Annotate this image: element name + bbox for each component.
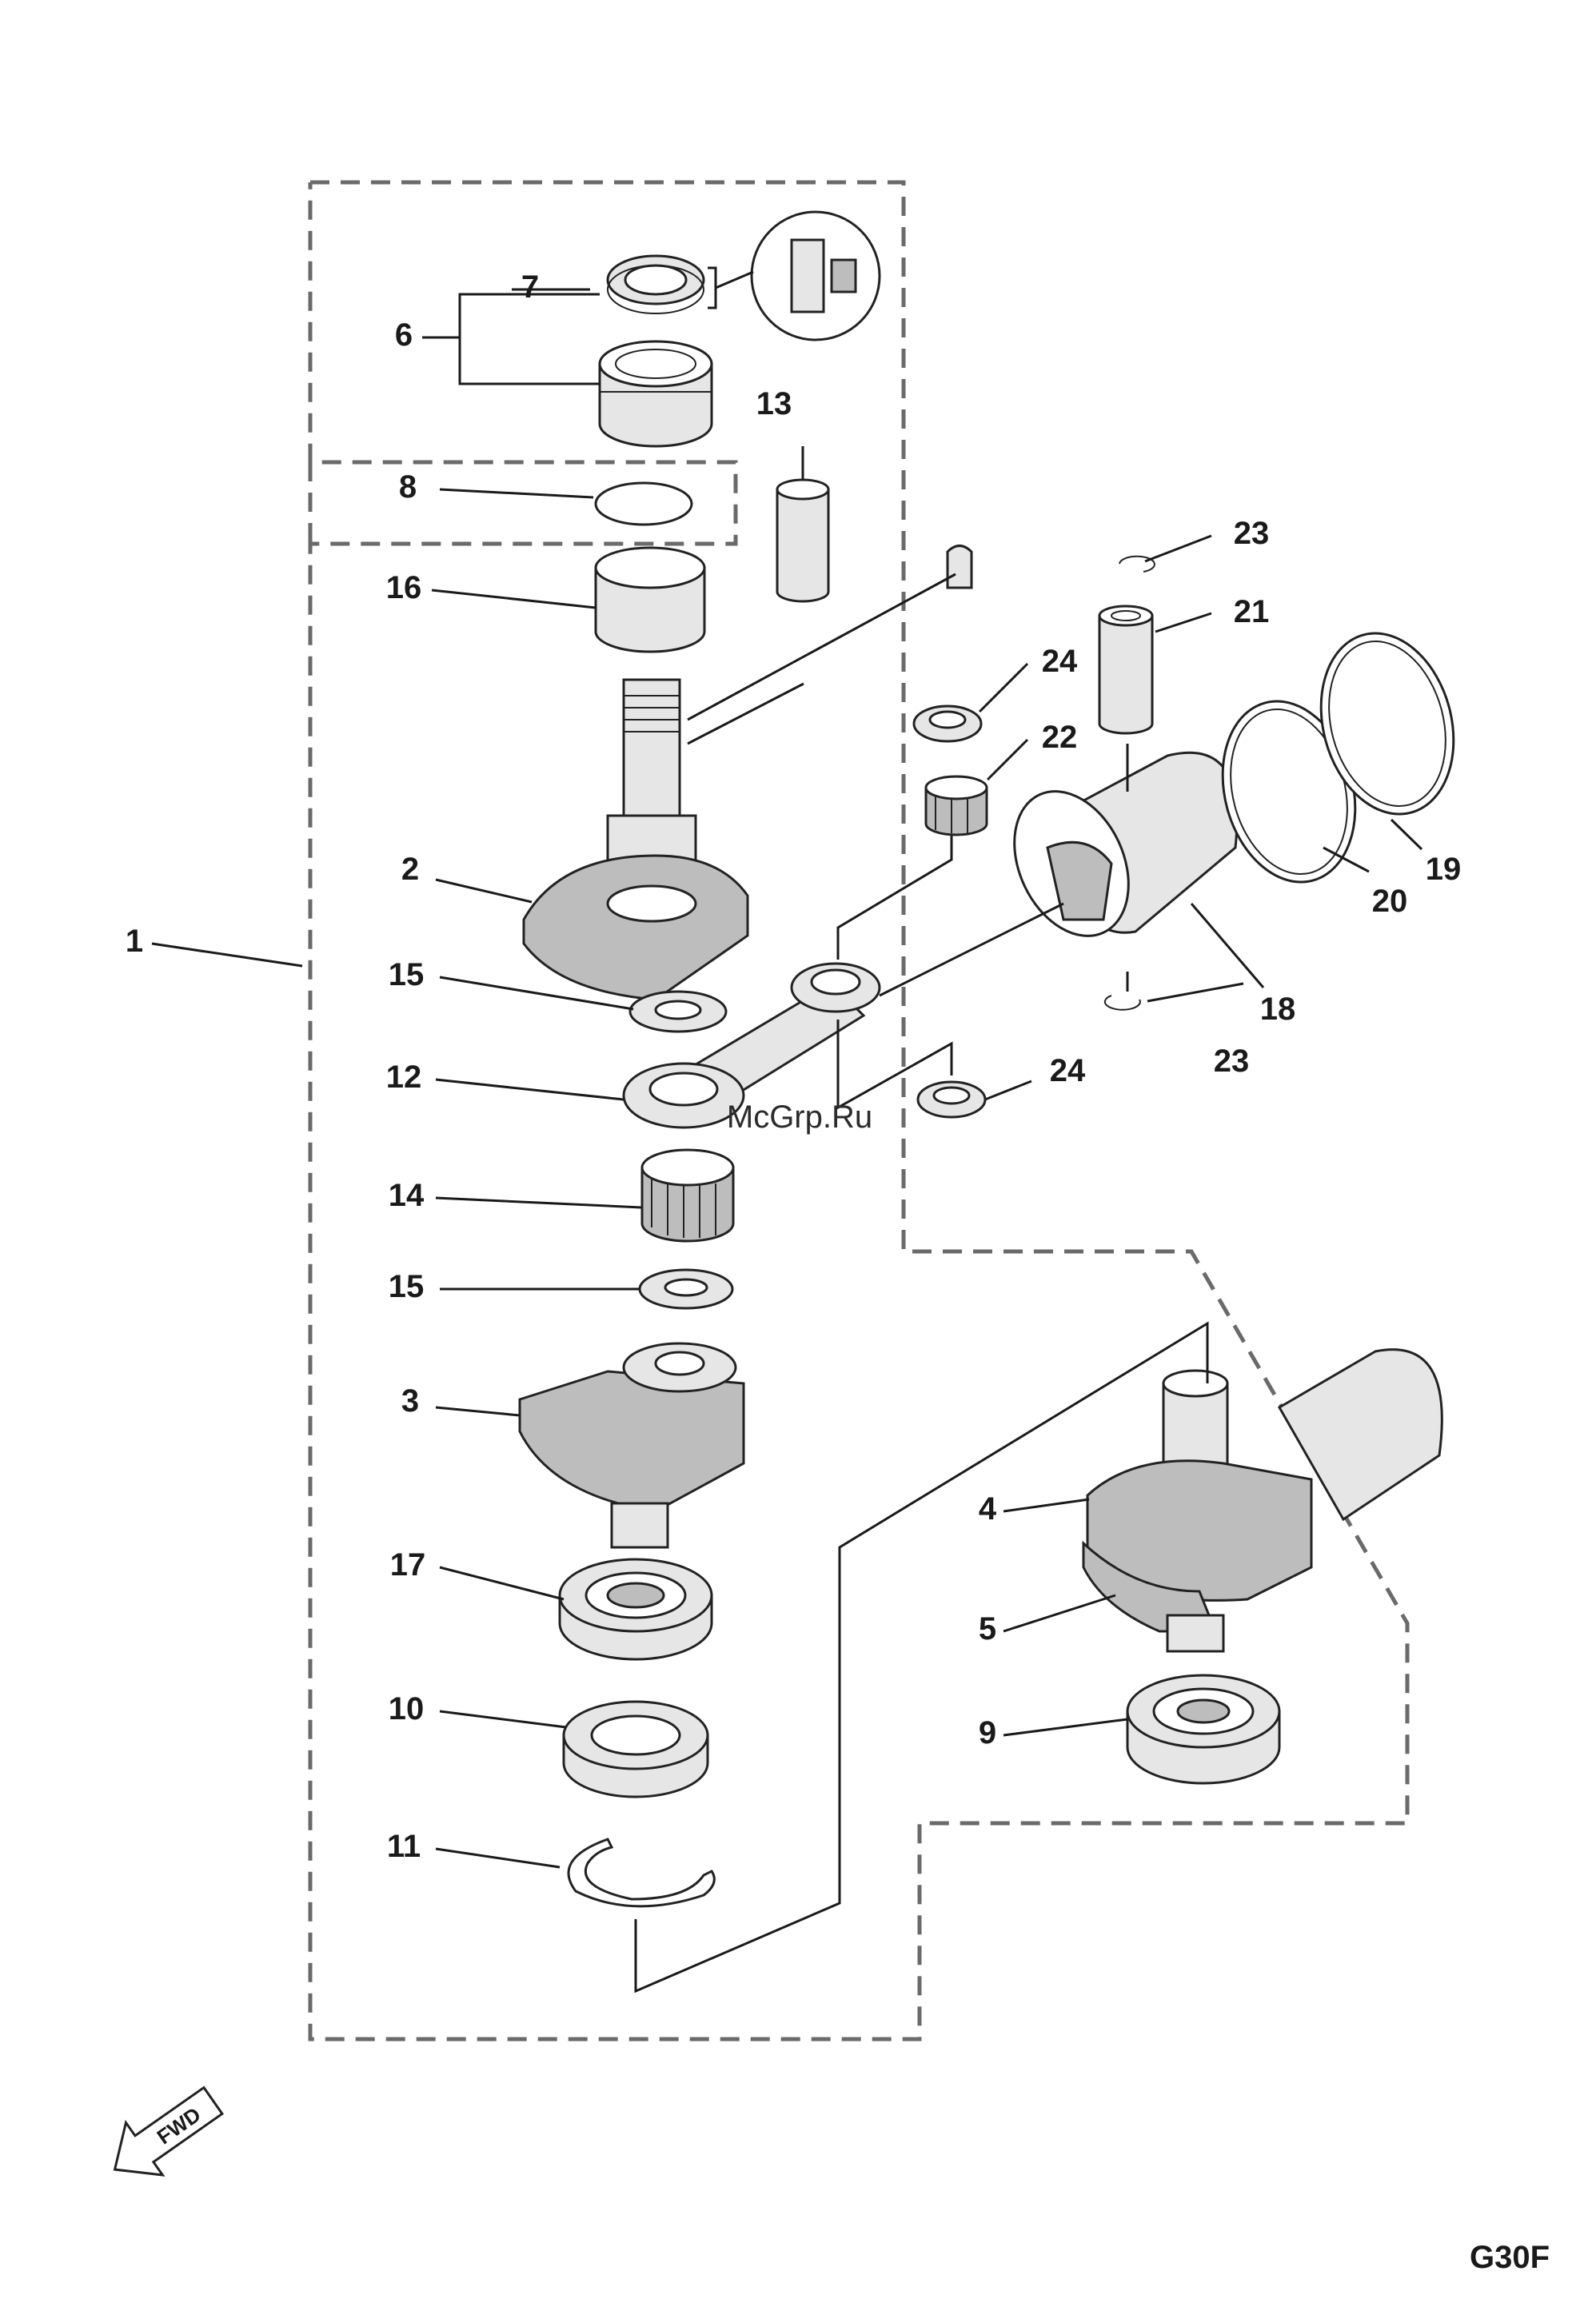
callout-16: 16 xyxy=(386,570,422,605)
circlip-23-lower xyxy=(1105,996,1140,1010)
callout-11: 11 xyxy=(387,1829,421,1864)
callout-13: 13 xyxy=(756,386,792,421)
callout-17: 17 xyxy=(390,1547,426,1583)
callout-15-lower: 15 xyxy=(389,1269,425,1304)
callout-3: 3 xyxy=(401,1383,419,1419)
piston-pin-21 xyxy=(1099,606,1152,733)
ball-bearing-17 xyxy=(560,1559,712,1659)
crankshaft-lower-3 xyxy=(520,1343,744,1547)
bearing-housing-6 xyxy=(600,341,712,446)
callout-24-upper: 24 xyxy=(1042,644,1078,679)
callout-18: 18 xyxy=(1260,992,1296,1027)
seal-detail-circle xyxy=(708,212,880,340)
callout-21: 21 xyxy=(1234,594,1270,629)
needle-bearing-14 xyxy=(642,1150,733,1241)
callout-6: 6 xyxy=(395,317,413,353)
callout-23-lower: 23 xyxy=(1214,1044,1250,1079)
callout-1: 1 xyxy=(126,924,143,959)
ball-bearing-9 xyxy=(1127,1675,1279,1783)
crankshaft-upper-2 xyxy=(524,680,748,1000)
pin-13 xyxy=(777,480,828,601)
callout-10: 10 xyxy=(389,1691,425,1726)
callout-9: 9 xyxy=(979,1715,996,1750)
assembled-crank-piston xyxy=(1083,1350,1442,1651)
callout-8: 8 xyxy=(399,469,417,505)
fwd-arrow-icon: FWD xyxy=(97,2074,232,2196)
callout-4: 4 xyxy=(979,1491,997,1527)
bushing-16 xyxy=(596,548,704,652)
callout-14: 14 xyxy=(389,1178,425,1213)
callout-19: 19 xyxy=(1426,852,1462,887)
washer-15-upper xyxy=(630,992,726,1032)
circlip-11 xyxy=(569,1839,714,1906)
watermark-text: McGrp.Ru xyxy=(727,1100,872,1135)
callout-12: 12 xyxy=(386,1060,422,1095)
washer-24-lower xyxy=(918,1082,985,1117)
washer-15-lower xyxy=(640,1270,732,1308)
callout-2: 2 xyxy=(401,852,419,887)
callout-15-upper: 15 xyxy=(389,957,425,992)
needle-bearing-22 xyxy=(926,776,987,835)
oil-seal-7 xyxy=(608,256,704,313)
callout-23-upper: 23 xyxy=(1234,516,1270,551)
o-ring-8 xyxy=(596,483,692,525)
callout-20: 20 xyxy=(1372,884,1408,919)
callout-5: 5 xyxy=(979,1611,996,1646)
woodruff-key xyxy=(948,546,972,589)
callout-22: 22 xyxy=(1042,720,1078,755)
oil-seal-10 xyxy=(564,1702,708,1797)
callout-7: 7 xyxy=(521,269,539,305)
model-code: G30F xyxy=(1470,2240,1550,2275)
piston-18 xyxy=(992,752,1237,954)
washer-24-upper xyxy=(914,706,981,741)
callout-24-lower: 24 xyxy=(1050,1053,1086,1088)
